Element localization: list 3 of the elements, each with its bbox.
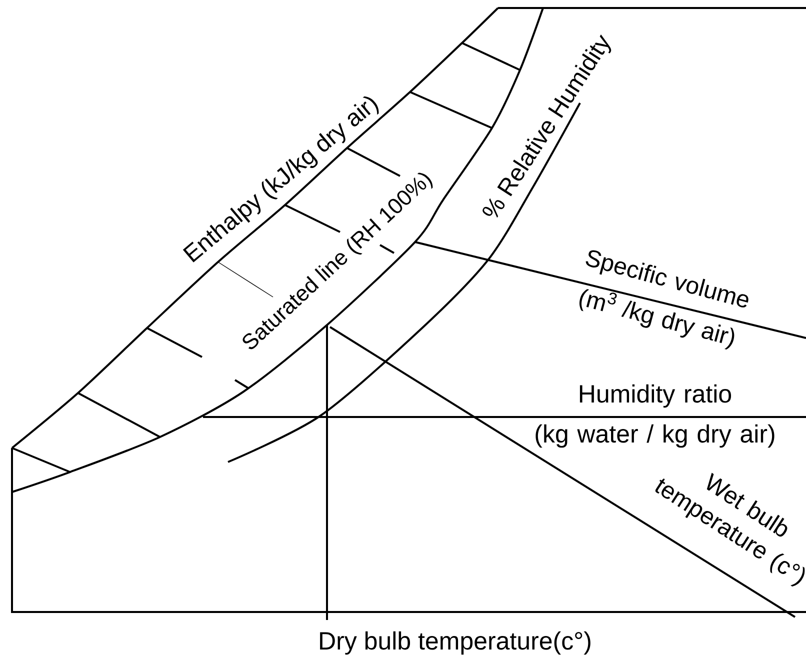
line-label: Humidity ratio (kg water / kg dry air) [536, 384, 774, 448]
axis-label: Dry bulb temperature(c°) [320, 631, 590, 655]
line-label: Specific volume (m$^{3}$ /kg dry air) [579, 250, 748, 350]
